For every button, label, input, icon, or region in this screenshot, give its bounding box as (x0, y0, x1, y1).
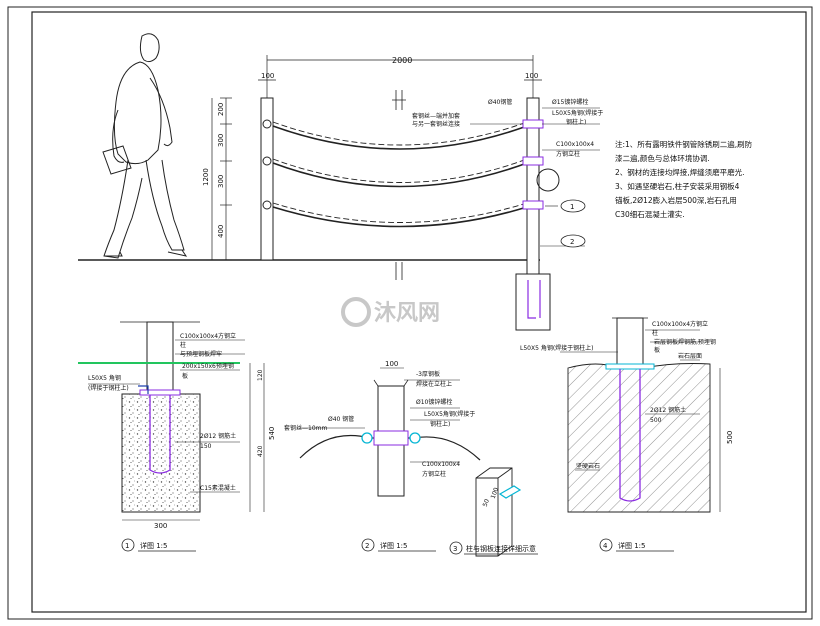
d1-plate-note: 200x150x6预埋钢 (182, 362, 234, 370)
d4-caption-num: 4 (603, 542, 608, 550)
d1-concrete-footing (121, 393, 201, 513)
d4-rebar-note-2: 500 (650, 417, 662, 424)
note-angle-2: 钢柱上) (566, 118, 586, 126)
note-line-1: 注:1、所有露明铁件钢管除锈刷二遍,刷防 (615, 139, 753, 149)
d1-dim-h1: 120 (257, 369, 264, 381)
d2-dim-top: 100 (385, 360, 398, 368)
d2-column-note-2: 方钢立柱 (422, 470, 446, 478)
d2-column-note: C100x100x4 (422, 461, 460, 468)
d1-column-note-2: 柱 (180, 341, 186, 349)
d3-caption-num: 3 (453, 545, 457, 553)
callout-bubble-1 (560, 199, 586, 213)
d4-rebar-note: 2Ø12 钢筋土 (650, 406, 686, 414)
d1-rebar-note-2: 150 (200, 443, 212, 450)
note-bolt: Ø15镀锌螺栓 (552, 98, 588, 106)
detail-4-rock-anchor: C100x100x4方钢立 柱 L50X5 角钢(焊接于钢柱上) 岩层钢板焊钢筋… (520, 317, 734, 552)
d4-rebar (619, 369, 641, 502)
d3-post-body (475, 467, 513, 557)
d1-column-note: C100x100x4方钢立 (180, 332, 236, 340)
callout-bubble-2 (560, 234, 586, 248)
d4-column-note: C100x100x4方钢立 (652, 320, 708, 328)
d2-pipe-note: Ø40 钢管 (328, 415, 354, 423)
detail-1-foundation: C100x100x4方钢立 柱 与预埋钢板焊牢 L50X5 角钢 (焊接于钢柱上… (78, 321, 276, 552)
d4-dim-h: 500 (726, 431, 734, 444)
note-chain: 套钢丝—端并加套 (412, 112, 460, 120)
detail-3-isometric: 50 100 3 柱与钢板连接详细示意 (449, 467, 538, 557)
post-footing (515, 273, 551, 331)
d4-column-note-2: 柱 (652, 329, 658, 337)
span-dimension (258, 55, 542, 98)
d2-caption: 详图 1:5 (380, 541, 408, 550)
note-line-4: 3、如遇坚硬岩石,柱子安装采用钢板4 (615, 181, 740, 191)
d1-dim-h3: 420 (257, 445, 264, 457)
d1-rebar (149, 395, 171, 474)
note-column: C100x100x4 (556, 141, 594, 148)
d4-rock-note: 岩石层面 (678, 352, 702, 360)
d1-rebar-note: 2Ø12 钢筋土 (200, 432, 236, 440)
d1-angle-note: L50X5 角钢 (88, 374, 121, 382)
note-line-2: 漆二遍,颜色与总体环境协调. (615, 153, 710, 163)
d4-rock-label: 坚硬岩石 (576, 462, 600, 470)
d2-bolt-note: Ø10镀锌螺栓 (416, 398, 452, 406)
d2-angle-note-2: 钢柱上) (430, 420, 450, 428)
chain-row-1 (272, 121, 528, 150)
d4-angle-note: L50X5 角钢(焊接于钢柱上) (520, 344, 594, 352)
d2-chain-note-2: 焊接在立柱上 (416, 380, 452, 388)
dim-post-left: 100 (261, 72, 274, 80)
note-line-3: 2、钢材的连接均焊接,焊缝须磨平磨光. (615, 167, 745, 177)
walking-person-figure (102, 33, 188, 259)
note-line-5: 锚板,2Ø12膨入岩层500深,岩石孔用 (615, 195, 737, 205)
dim-post-right: 100 (525, 72, 538, 80)
elevation-leaders (470, 107, 600, 247)
detail-2-connection: 100 -3厚钢板 焊接在立柱上 Ø10镀锌螺栓 L50X5角钢(焊接于 钢柱上… (284, 360, 481, 552)
watermark-text: 沐风网 (374, 301, 440, 326)
d2-caption-num: 2 (365, 542, 369, 550)
d1-angle-note-2: (焊接于钢柱上) (88, 384, 129, 392)
callout-2: 2 (570, 238, 574, 246)
dim-span-label: 2000 (392, 56, 412, 65)
d3-dim-2: 100 (490, 486, 501, 499)
chain-connectors (262, 119, 560, 210)
note-column-2: 方钢立柱 (556, 150, 580, 158)
d3-caption: 柱与钢板连接详细示意 (466, 544, 536, 553)
note-angle: L50X5角钢(焊接于 (552, 109, 603, 117)
chain-row-2 (272, 158, 528, 188)
height-dimension (206, 97, 232, 261)
d4-plate-note-2: 板 (654, 346, 660, 354)
notes-block: 注:1、所有露明铁件钢管除锈刷二遍,刷防 漆二遍,颜色与总体环境协调. 2、钢材… (615, 139, 753, 219)
dim-total: 1200 (202, 168, 210, 186)
note-pipe: Ø40钢管 (488, 98, 512, 106)
d2-chain-note: -3厚钢板 (416, 370, 440, 378)
outer-frame (7, 6, 813, 620)
note-chain-2: 与另一套钢丝连接 (412, 120, 460, 128)
d1-column-note-3: 与预埋钢板焊牢 (180, 350, 222, 358)
callout-1: 1 (570, 203, 574, 211)
d1-column (146, 321, 174, 395)
d4-rock-mass (567, 363, 711, 513)
d1-caption: 详图 1:5 (140, 541, 168, 550)
d1-dim-w: 300 (154, 522, 167, 530)
d1-embed-plate (139, 389, 181, 396)
watermark: 沐风网 (341, 297, 440, 327)
dim-h-3: 300 (217, 175, 225, 188)
d4-column (616, 317, 644, 369)
watermark-logo (341, 297, 371, 327)
d3-dim-1: 50 (482, 498, 491, 508)
dim-h-4: 400 (217, 225, 225, 238)
d1-plate-note-2: 板 (182, 372, 188, 380)
d1-concrete-note: C15素混凝土 (200, 484, 236, 492)
d1-caption-num: 1 (125, 542, 129, 550)
d4-caption: 详图 1:5 (618, 541, 646, 550)
dim-h-2: 300 (217, 134, 225, 147)
d2-angle-note: L50X5角钢(焊接于 (424, 410, 475, 418)
d4-plate-note: 岩层钢板焊钢筋,预埋钢 (654, 338, 716, 346)
chain-row-3 (272, 202, 528, 228)
note-line-6: C30细石混凝土灌实. (615, 209, 685, 219)
d2-wire-note: 套钢丝—10mm (284, 424, 327, 432)
elevation-view: 2000 100 100 200 300 300 400 1200 Ø40钢管 … (202, 55, 603, 331)
d1-dim-h2: 540 (268, 427, 276, 440)
dim-h-1: 200 (217, 103, 225, 116)
inner-frame (31, 11, 807, 613)
